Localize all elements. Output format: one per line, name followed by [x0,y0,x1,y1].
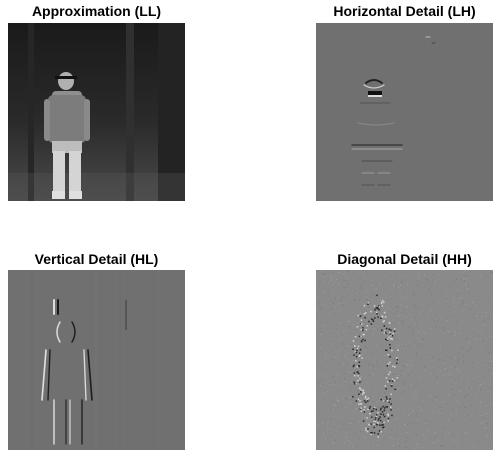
vertical-detail-title: Vertical Detail (HL) [34,251,159,267]
approximation-image [8,23,185,201]
diagonal-detail-image [316,270,493,450]
horizontal-detail-panel: Horizontal Detail (LH) [316,2,493,201]
vertical-detail-image [8,270,185,450]
horizontal-detail-title: Horizontal Detail (LH) [333,3,476,19]
horizontal-detail-image [316,23,493,201]
vertical-detail-panel: Vertical Detail (HL) [8,250,185,450]
diagonal-detail-panel: Diagonal Detail (HH) [316,250,493,450]
approximation-panel: Approximation (LL) [8,2,185,201]
approximation-title: Approximation (LL) [31,3,162,19]
diagonal-detail-title: Diagonal Detail (HH) [337,251,472,267]
